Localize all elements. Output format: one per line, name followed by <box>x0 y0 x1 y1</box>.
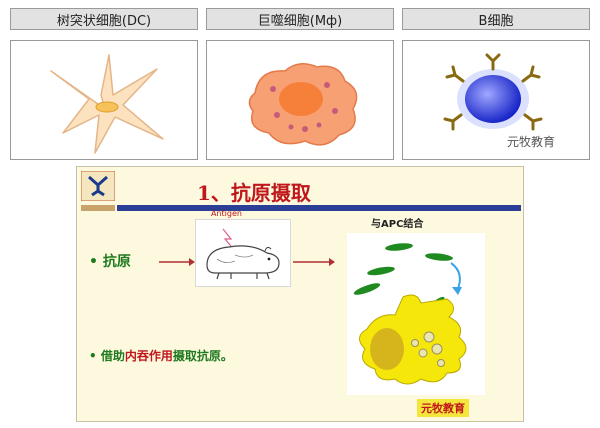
bullet-antigen-text: 抗原 <box>102 254 131 270</box>
bullet2-highlight: 内吞作用 <box>124 349 173 363</box>
macrophage-panel <box>206 40 394 160</box>
slide-title: 1、抗原摄取 <box>197 181 311 205</box>
slide-logo-icon <box>81 171 115 201</box>
apc-endocytosis-illustration <box>353 243 467 385</box>
dendritic-cell-illustration <box>50 54 164 154</box>
bcell-watermark: 元牧教育 <box>507 135 556 149</box>
macrophage-label: 巨噬细胞(Mф) <box>206 8 394 30</box>
dc-panel <box>10 40 198 160</box>
guinea-pig-illustration <box>206 228 280 280</box>
bcell-label: B细胞 <box>402 8 590 30</box>
slide-footer: 元牧教育 <box>417 399 469 417</box>
bullet2-suffix: 摄取抗原。 <box>172 349 233 363</box>
dc-label-text: 树突状细胞(DC) <box>56 13 152 29</box>
b-cell-illustration <box>443 53 543 131</box>
dc-label: 树突状细胞(DC) <box>10 8 198 30</box>
arrow-to-apc <box>293 258 335 266</box>
macrophage-label-text: 巨噬细胞(Mф) <box>257 13 343 29</box>
title-bar-left <box>81 205 115 211</box>
bcell-panel: 元牧教育 <box>402 40 590 160</box>
bullet-endocytosis: • 借助内吞作用摄取抗原。 <box>89 349 233 363</box>
bullet2-prefix: 借助 <box>100 349 125 363</box>
antigen-label: Antigen <box>211 209 242 218</box>
bullet-antigen: • 抗原 <box>89 254 131 270</box>
bcell-label-text: B细胞 <box>478 13 514 29</box>
title-bar-right <box>117 205 521 211</box>
macrophage-illustration <box>248 63 358 146</box>
apc-binding-label: 与APC结合 <box>371 219 424 230</box>
antigen-uptake-slide: 1、抗原摄取 • 抗原 Antigen 与APC结合 <box>76 166 524 422</box>
arrow-to-mouse <box>159 258 195 266</box>
